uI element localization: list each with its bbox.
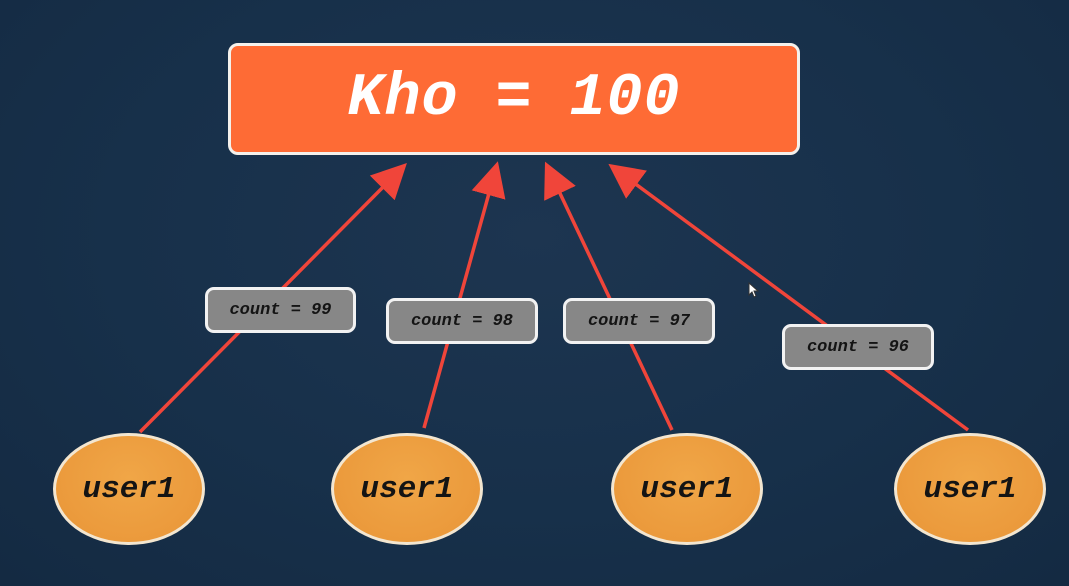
count-label-text: count = 98 — [410, 311, 514, 331]
user-label: user1 — [640, 471, 734, 507]
count-label-1: count = 99 — [205, 287, 356, 333]
mouse-cursor-icon — [748, 282, 760, 298]
kho-box: Kho = 100 — [228, 43, 800, 155]
count-label-4: count = 96 — [782, 324, 934, 370]
count-label-2: count = 98 — [386, 298, 538, 344]
user-node-4: user1 — [894, 433, 1046, 545]
user-node-3: user1 — [611, 433, 763, 545]
user-label: user1 — [923, 471, 1017, 507]
count-label-text: count = 99 — [229, 300, 332, 320]
user-node-2: user1 — [331, 433, 483, 545]
count-label-3: count = 97 — [563, 298, 715, 344]
arrow-user-4 — [608, 163, 970, 432]
count-label-text: count = 96 — [806, 337, 910, 357]
user-label: user1 — [82, 471, 176, 507]
user-node-1: user1 — [53, 433, 205, 545]
kho-title: Kho = 100 — [347, 65, 681, 133]
count-label-text: count = 97 — [587, 311, 691, 331]
user-label: user1 — [360, 471, 454, 507]
